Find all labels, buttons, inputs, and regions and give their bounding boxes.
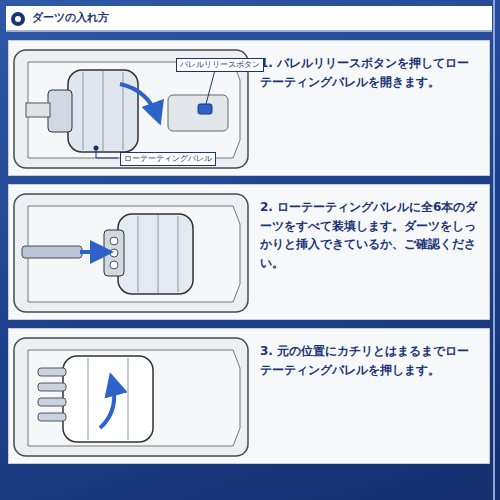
step-text: 1. バレルリリースボタンを押してローテーティングバレルを開きます。 (260, 54, 480, 91)
callout-label: ローテーティングバレル (120, 152, 216, 166)
step-panel: 2. ローテーティングバレルに全6本のダーツをすべて装填します。ダーツをしっかり… (8, 184, 490, 320)
step-text: 2. ローテーティングバレルに全6本のダーツをすべて装填します。ダーツをしっかり… (260, 198, 480, 272)
callout-label: バレルリリースボタン (176, 58, 264, 72)
step-panel: 3. 元の位置にカチリとはまるまでローテーティングバレルを押します。 (8, 328, 490, 464)
step-panel: 1. バレルリリースボタンを押してローテーティングバレルを開きます。バレルリリー… (8, 40, 490, 176)
diagram-title: ダーツの入れ方 (32, 9, 109, 27)
blaster-illustration (8, 184, 253, 320)
step-text: 3. 元の位置にカチリとはまるまでローテーティングバレルを押します。 (260, 342, 480, 379)
blaster-illustration (8, 328, 253, 464)
